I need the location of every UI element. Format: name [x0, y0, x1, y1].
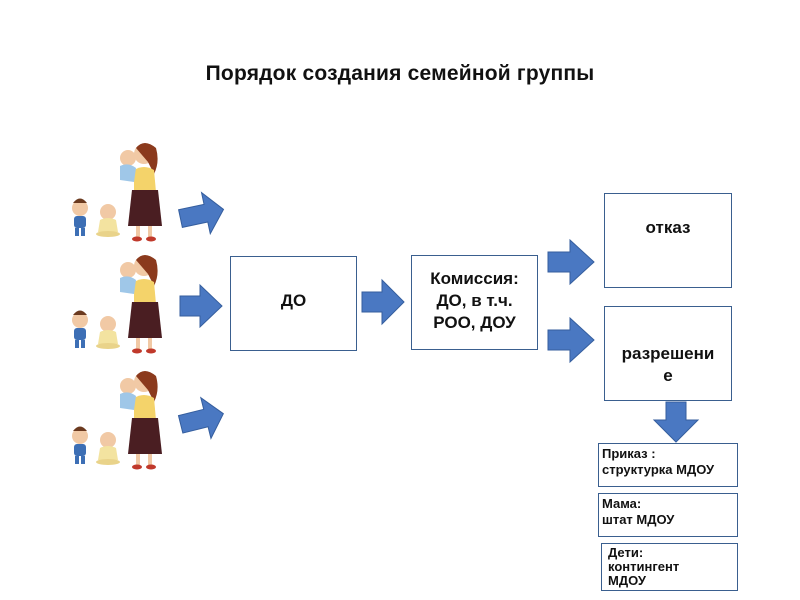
order-line-1: Приказ : [602, 446, 656, 461]
permission-line-1: разрешени [621, 344, 715, 363]
family-icon [72, 143, 162, 242]
arrow-right-icon [179, 283, 223, 329]
order-line-2: структурка МДОУ [602, 462, 715, 477]
mother-line-1: Мама: [602, 496, 642, 511]
arrow-right-icon [361, 278, 405, 326]
family-icon [72, 371, 162, 470]
arrow-right-icon [547, 316, 595, 364]
arrow-down-icon [652, 401, 700, 443]
children-line-3: МДОУ [608, 573, 646, 588]
refusal-label: отказ [645, 218, 691, 237]
permission-line-2: е [663, 366, 673, 385]
commission-line-2: ДО, в т.ч. [436, 291, 513, 310]
commission-box: Комиссия: ДО, в т.ч. РОО, ДОУ [411, 255, 538, 350]
children-line-1: Дети: [608, 545, 644, 560]
arrow-right-icon [177, 396, 224, 440]
mother-box: Мама: штат МДОУ [598, 493, 738, 537]
arrow-right-icon [547, 238, 595, 286]
do-label: ДО [280, 291, 307, 310]
children-line-2: контингент [608, 559, 680, 574]
commission-line-3: РОО, ДОУ [433, 313, 516, 332]
refusal-box: отказ [604, 193, 732, 288]
diagram-title: Порядок создания семейной группы [205, 62, 595, 85]
arrow-right-icon [178, 191, 225, 236]
children-box: Дети: контингент МДОУ [601, 543, 738, 591]
commission-line-1: Комиссия: [430, 269, 519, 288]
mother-line-2: штат МДОУ [602, 512, 675, 527]
family-icon [72, 255, 162, 354]
do-box: ДО [230, 256, 357, 351]
order-box: Приказ : структурка МДОУ [598, 443, 738, 487]
permission-box: разрешени е [604, 306, 732, 401]
